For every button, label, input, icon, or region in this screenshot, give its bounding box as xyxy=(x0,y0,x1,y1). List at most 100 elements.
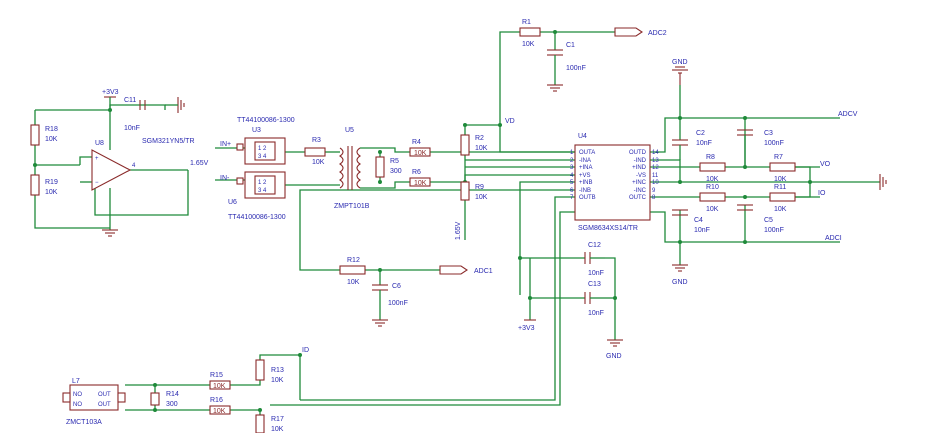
c3-label: C3 xyxy=(764,130,773,137)
resistor-r10: R10 10K xyxy=(699,184,726,213)
ground-symbol-top xyxy=(672,66,688,85)
svg-text:1 2: 1 2 xyxy=(258,180,267,186)
r19-label: R19 xyxy=(45,179,58,186)
gnd-mid-label: GND xyxy=(606,353,622,360)
u4-pin-left-3: +INA xyxy=(579,165,593,171)
ground-symbol-c11 xyxy=(165,97,185,113)
r8-value: 10K xyxy=(706,176,719,183)
id-net-label: ID xyxy=(302,347,309,354)
resistor-r6: R6 10K xyxy=(409,169,431,187)
u4-pin-left-num-4: 4 xyxy=(570,173,574,179)
r1-value: 10K xyxy=(522,41,535,48)
r9-value: 10K xyxy=(475,194,488,201)
u4-pin-left-num-6: 6 xyxy=(570,188,574,194)
c13-label: C13 xyxy=(588,281,601,288)
capacitor-c3: C3 100nF xyxy=(737,118,784,167)
c4-label: C4 xyxy=(694,217,703,224)
in-plus-label: IN+ xyxy=(220,141,231,148)
vd-net-label: VD xyxy=(505,118,515,125)
resistor-r15: R15 10K xyxy=(209,372,231,390)
opamp-u8: U8 + − 4 xyxy=(91,140,136,191)
r1-label: R1 xyxy=(522,19,531,26)
u4-pin-right-4: -VS xyxy=(636,173,646,179)
transformer-u5 xyxy=(339,146,361,190)
l7-pin-out1: OUT xyxy=(98,392,111,398)
ground-symbol-mid xyxy=(607,339,623,347)
c11-value: 10nF xyxy=(124,125,140,132)
io-net-label: IO xyxy=(818,190,826,197)
l7-pin-nc: NO xyxy=(73,402,82,408)
r5-label: R5 xyxy=(390,158,399,165)
c3-value: 100nF xyxy=(764,140,784,147)
u4-pin-right-1: OUTD xyxy=(629,150,647,156)
r12-value: 10K xyxy=(347,279,360,286)
u4-pin-right-7: OUTC xyxy=(629,195,647,201)
c2-value: 10nF xyxy=(696,140,712,147)
r2-value: 10K xyxy=(475,145,488,152)
resistor-r9: R9 10K xyxy=(460,181,488,201)
u4-pin-left-5: +INB xyxy=(579,180,593,186)
port-adc2: ADC2 xyxy=(614,27,667,37)
resistor-r11: R11 10K xyxy=(769,184,796,213)
ground-symbol-u8 xyxy=(102,229,118,237)
u4-pin-right-num-4: 11 xyxy=(652,173,659,179)
capacitor-c4: C4 10nF xyxy=(672,209,710,234)
v3v3-label-b: +3V3 xyxy=(518,325,535,332)
u4-part-label: SGM8634XS14/TR xyxy=(578,225,638,232)
r2-label: R2 xyxy=(475,135,484,142)
r7-value: 10K xyxy=(774,176,787,183)
u4-pin-left-num-2: 2 xyxy=(570,158,574,164)
r3-label: R3 xyxy=(312,137,321,144)
u4-pin-left-num-5: 5 xyxy=(570,180,574,186)
r8-label: R8 xyxy=(706,154,715,161)
r15-value: 10K xyxy=(213,383,226,390)
svg-text:−: − xyxy=(95,180,99,186)
r19-value: 10K xyxy=(45,189,58,196)
u4-pin-right-num-2: 13 xyxy=(652,158,659,164)
c6-value: 100nF xyxy=(388,300,408,307)
resistor-r19: R19 10K xyxy=(30,174,58,196)
resistor-r1: R1 10K xyxy=(519,19,541,48)
u3-label: U3 xyxy=(252,127,261,134)
c11-label: C11 xyxy=(124,97,136,104)
u3-part-label: TT44100086-1300 xyxy=(237,117,295,124)
r4-label: R4 xyxy=(412,139,421,146)
capacitor-c13: C13 10nF xyxy=(584,281,605,317)
svg-text:+: + xyxy=(95,156,99,162)
capacitor-c11: C11 10nF xyxy=(124,97,146,132)
c4-value: 10nF xyxy=(694,227,710,234)
r11-label: R11 xyxy=(774,184,786,191)
v165-net-label-b: 1.65V xyxy=(455,221,462,240)
gnd-right-label: GND xyxy=(672,279,688,286)
u4-pin-left-7: OUTB xyxy=(579,195,596,201)
r18-label: R18 xyxy=(45,126,58,133)
u4-pin-left-4: +VS xyxy=(579,173,591,179)
resistor-r12: R12 10K xyxy=(339,257,366,286)
ground-symbol-bottom-right xyxy=(672,264,688,272)
r16-label: R16 xyxy=(210,397,223,404)
c1-label: C1 xyxy=(566,42,575,49)
capacitor-c6: C6 100nF xyxy=(372,283,408,320)
sensor-u6: 1 2 3 4 xyxy=(244,171,286,199)
u4-pin-right-num-7: 8 xyxy=(652,195,656,201)
in-minus-label: IN- xyxy=(220,175,230,182)
l7-label: L7 xyxy=(72,378,80,385)
capacitor-c5: C5 100nF xyxy=(737,204,784,234)
port-adc1: ADC1 xyxy=(439,265,493,275)
v165-net-label: 1.65V xyxy=(190,160,209,167)
u4-pin-right-3: +IND xyxy=(632,165,647,171)
u6-label: U6 xyxy=(228,199,237,206)
r6-value: 10K xyxy=(414,180,427,187)
r7-label: R7 xyxy=(774,154,783,161)
resistor-r4: R4 10K xyxy=(409,139,431,157)
resistor-r16: R16 10K xyxy=(209,397,231,415)
resistor-r18: R18 10K xyxy=(30,124,58,146)
r10-label: R10 xyxy=(706,184,719,191)
u4-pin-left-2: -INA xyxy=(579,158,591,164)
capacitor-c2: C2 10nF xyxy=(672,130,712,160)
u4-pin-left-num-1: 1 xyxy=(570,150,574,156)
adc2-label: ADC2 xyxy=(648,30,667,37)
resistor-r5: R5 300 xyxy=(375,156,402,178)
u4-pin-left-num-3: 3 xyxy=(570,165,574,171)
resistor-r3: R3 10K xyxy=(304,137,326,166)
